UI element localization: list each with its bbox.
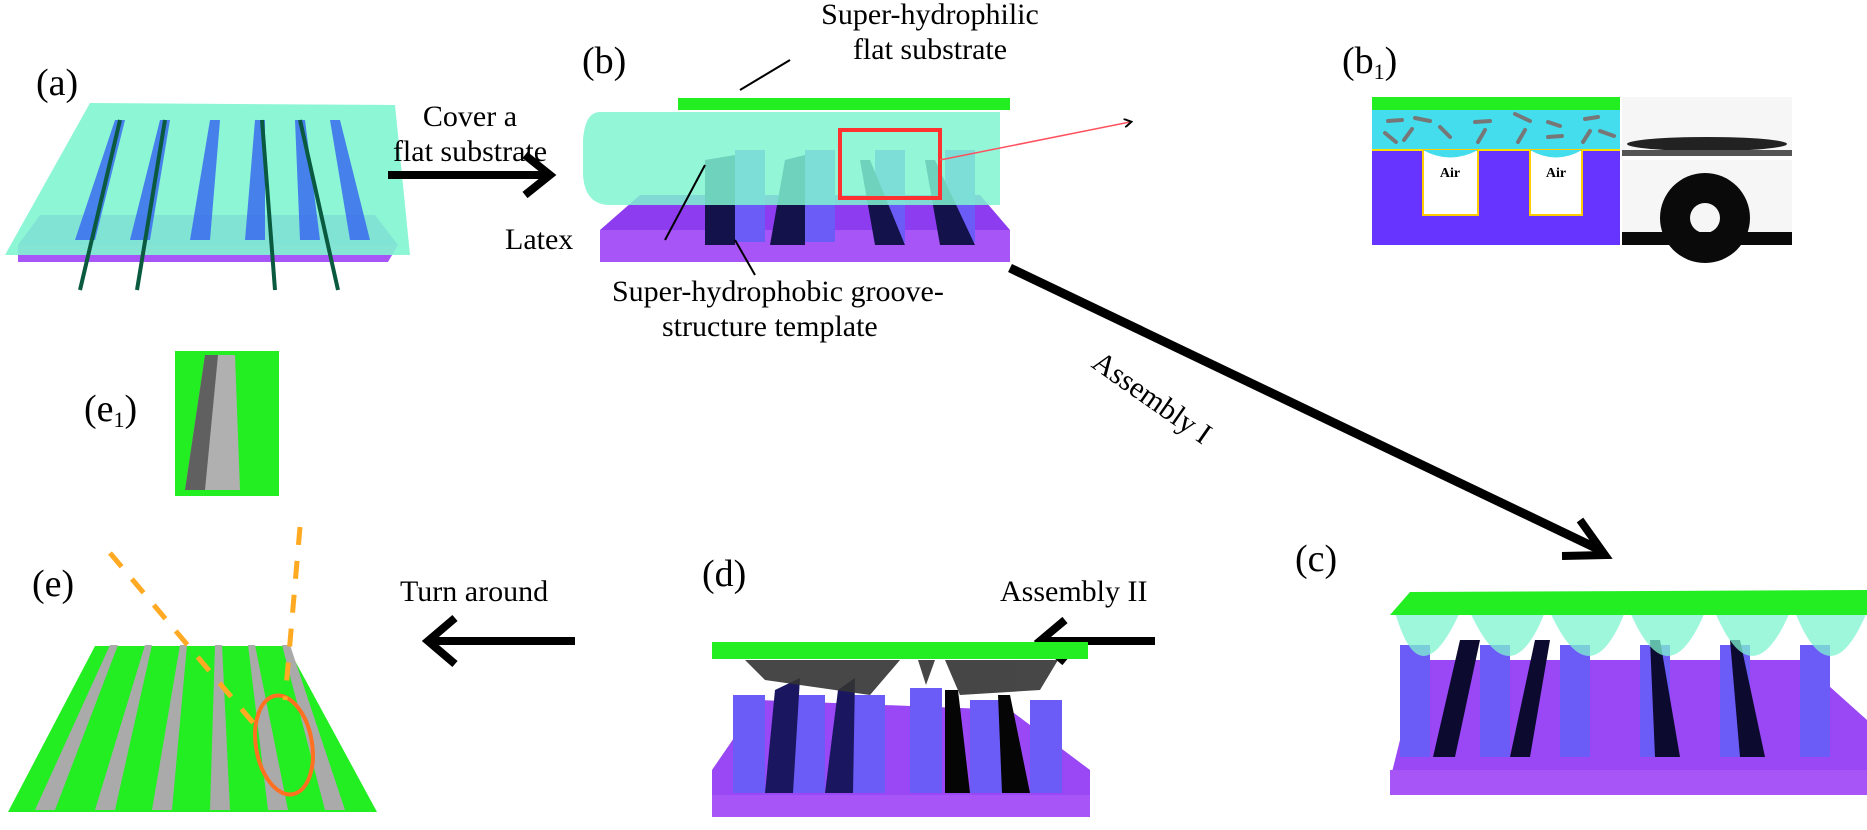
hydrophobic-template-caption: Super-hydrophobic groove- structure temp… bbox=[612, 275, 944, 344]
latex-label: Latex bbox=[505, 223, 574, 256]
cover-line-2: flat substrate bbox=[392, 134, 548, 168]
panel-d-label: (d) bbox=[702, 553, 747, 595]
hydrophobic-line-1: Super-hydrophobic groove- bbox=[612, 275, 944, 308]
panel-b1-illustration bbox=[1372, 97, 1792, 263]
air-label-left: Air bbox=[1439, 166, 1461, 181]
arrow-turn-around bbox=[421, 614, 575, 668]
hydrophilic-line-2: flat substrate bbox=[852, 32, 1008, 66]
panel-b-illustration bbox=[583, 59, 1130, 276]
panel-e-illustration bbox=[8, 526, 377, 812]
arrow-assembly-1 bbox=[1008, 263, 1613, 560]
cover-line-1: Cover a bbox=[422, 100, 518, 133]
panel-a-label: (a) bbox=[36, 62, 79, 104]
hydrophilic-line-1: Super-hydrophilic bbox=[821, 0, 1039, 31]
arrow-cover bbox=[388, 151, 557, 199]
panel-c-illustration bbox=[1390, 590, 1867, 795]
panel-e1-illustration bbox=[175, 351, 279, 496]
panel-e-label: (e) bbox=[32, 563, 75, 605]
assembly-2-label: Assembly II bbox=[1000, 575, 1148, 608]
cover-substrate-caption: Cover a flat substrate bbox=[380, 100, 560, 169]
panel-e1-label: (e1) bbox=[84, 388, 138, 432]
panel-c-label: (c) bbox=[1295, 538, 1338, 580]
air-label-right: Air bbox=[1545, 166, 1567, 181]
panel-b-label: (b) bbox=[582, 40, 627, 82]
panel-d-illustration bbox=[712, 642, 1090, 817]
panel-a-illustration bbox=[5, 103, 410, 291]
hydrophilic-substrate-caption: Super-hydrophilic flat substrate bbox=[785, 0, 1075, 67]
hydrophobic-line-2: structure template bbox=[662, 309, 878, 343]
panel-b1-label: (b1) bbox=[1342, 40, 1398, 84]
turn-around-label: Turn around bbox=[400, 575, 549, 608]
